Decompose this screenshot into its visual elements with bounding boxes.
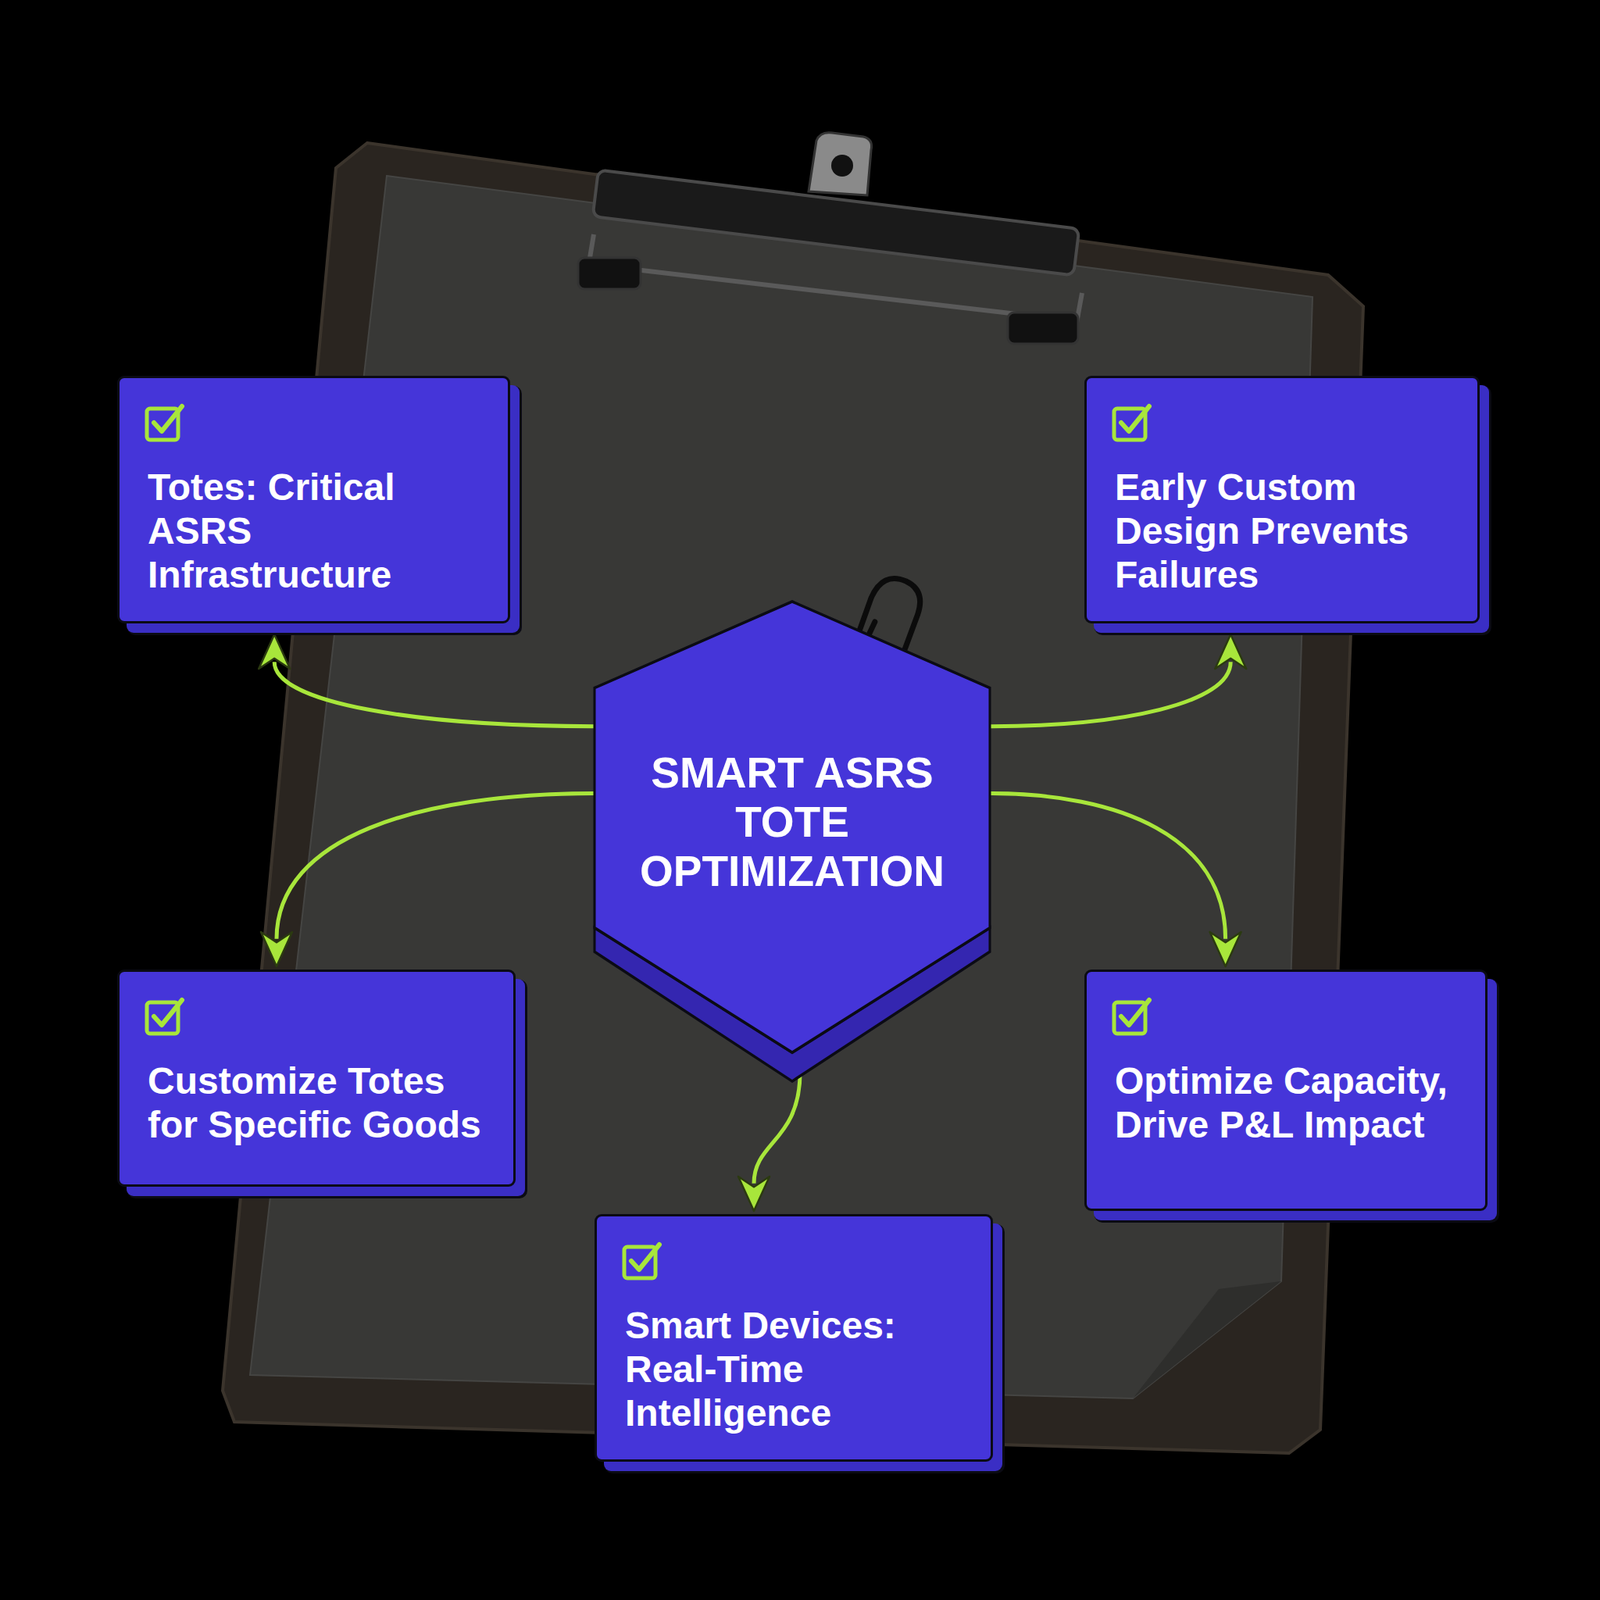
arrowhead	[1210, 932, 1242, 967]
checkbox-icon	[142, 995, 187, 1040]
connector-line	[753, 1071, 800, 1184]
topic-card: Early Custom Design Prevents Failures	[1084, 375, 1480, 624]
card-text: Early Custom Design Prevents Failures	[1086, 465, 1478, 597]
topic-card: Customize Totes for Specific Goods	[117, 969, 516, 1187]
checkbox-tick	[631, 1244, 660, 1270]
arrowhead	[260, 932, 293, 967]
clip-hole	[831, 154, 854, 177]
clip-tab	[808, 132, 872, 196]
arrowhead	[258, 634, 290, 669]
paper-curl	[1132, 1281, 1282, 1399]
topic-card: Totes: Critical ASRS Infrastructure	[117, 375, 511, 624]
topic-card: Smart Devices: Real-Time Intelligence	[594, 1214, 993, 1462]
arrow-connector	[989, 634, 1247, 727]
checkbox-icon	[1110, 995, 1154, 1040]
connector-line	[274, 661, 595, 726]
topic-card: Optimize Capacity, Drive P&L Impact	[1084, 969, 1488, 1211]
checkbox-icon	[1110, 401, 1154, 446]
card-text: Totes: Critical ASRS Infrastructure	[119, 465, 508, 597]
checkbox-icon	[620, 1239, 665, 1284]
connector-line	[989, 793, 1226, 940]
hub-title: SMART ASRS TOTE OPTIMIZATION	[625, 748, 958, 897]
checkbox-tick	[153, 406, 183, 432]
card-text: Smart Devices: Real-Time Intelligence	[596, 1303, 991, 1436]
card-text: Optimize Capacity, Drive P&L Impact	[1086, 1059, 1486, 1147]
connector-line	[276, 793, 595, 940]
checkbox-tick	[1121, 1000, 1150, 1025]
arrow-connector	[738, 1071, 800, 1211]
arrowhead	[738, 1176, 770, 1211]
card-text: Customize Totes for Specific Goods	[119, 1059, 514, 1147]
checkbox-tick	[1121, 406, 1150, 432]
hub-hexagon: SMART ASRS TOTE OPTIMIZATION	[594, 601, 990, 1082]
arrow-connector	[260, 793, 595, 967]
checkbox-icon	[142, 401, 187, 446]
arrowhead	[1214, 634, 1247, 669]
clip-foot-right	[1007, 312, 1079, 344]
clip-foot-left	[578, 257, 641, 290]
checkbox-tick	[153, 1000, 183, 1025]
hexagon-face	[594, 601, 990, 1053]
arrow-connector	[989, 793, 1242, 967]
connector-line	[989, 661, 1231, 726]
arrow-connector	[258, 634, 595, 727]
